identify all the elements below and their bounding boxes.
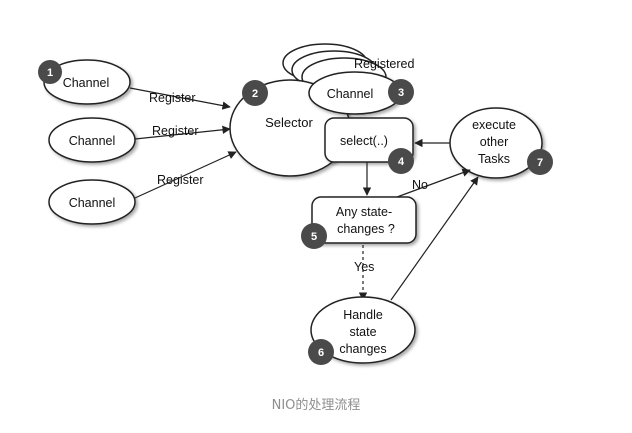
channel-node-3 — [48, 179, 136, 225]
figure-caption: NIO的处理流程 — [271, 398, 361, 413]
badge-2: 2 — [242, 80, 268, 106]
select-call-box — [324, 117, 414, 163]
state-question-line1: Any state- — [336, 205, 392, 219]
channel-label-1: Channel — [63, 76, 110, 90]
svg-text:2: 2 — [252, 88, 258, 100]
handle-label-line3: changes — [339, 342, 386, 356]
badge-5: 5 — [301, 223, 327, 249]
channel-label-2: Channel — [69, 134, 116, 148]
svg-text:1: 1 — [47, 67, 53, 79]
register-arrow-2 — [134, 125, 231, 140]
badge-1: 1 — [38, 60, 62, 84]
select-call-label: select(..) — [340, 134, 388, 148]
badge-6: 6 — [308, 339, 334, 365]
svg-text:6: 6 — [318, 347, 324, 359]
channel-label-3: Channel — [69, 196, 116, 210]
handle-to-execute-arrow — [390, 176, 479, 301]
selector-label: Selector — [265, 115, 313, 130]
badge-3: 3 — [388, 79, 414, 105]
svg-text:3: 3 — [398, 87, 404, 99]
no-label: No — [412, 178, 428, 192]
handle-label-line2: state — [349, 325, 376, 339]
registered-channel-label: Channel — [327, 87, 374, 101]
register-label-2: Register — [152, 124, 199, 138]
state-question-box — [311, 196, 417, 244]
yes-label: Yes — [354, 260, 374, 274]
channel-node-2 — [48, 117, 136, 163]
register-label-3: Register — [157, 173, 204, 187]
handle-state-node — [310, 296, 416, 364]
state-question-line2: changes ? — [337, 222, 395, 236]
no-arrow — [396, 168, 471, 198]
svg-text:5: 5 — [311, 231, 317, 243]
execute-label-line2: other — [480, 135, 509, 149]
execute-label-line1: execute — [472, 118, 516, 132]
handle-label-line1: Handle — [343, 308, 383, 322]
registered-label: Registered — [354, 57, 414, 71]
register-arrow-1 — [129, 87, 231, 110]
badge-7: 7 — [527, 149, 553, 175]
svg-text:4: 4 — [398, 156, 405, 168]
execute-label-line3: Tasks — [478, 152, 510, 166]
register-label-1: Register — [149, 91, 196, 105]
svg-text:7: 7 — [537, 157, 543, 169]
register-arrow-3 — [134, 151, 237, 199]
badge-4: 4 — [388, 148, 414, 174]
